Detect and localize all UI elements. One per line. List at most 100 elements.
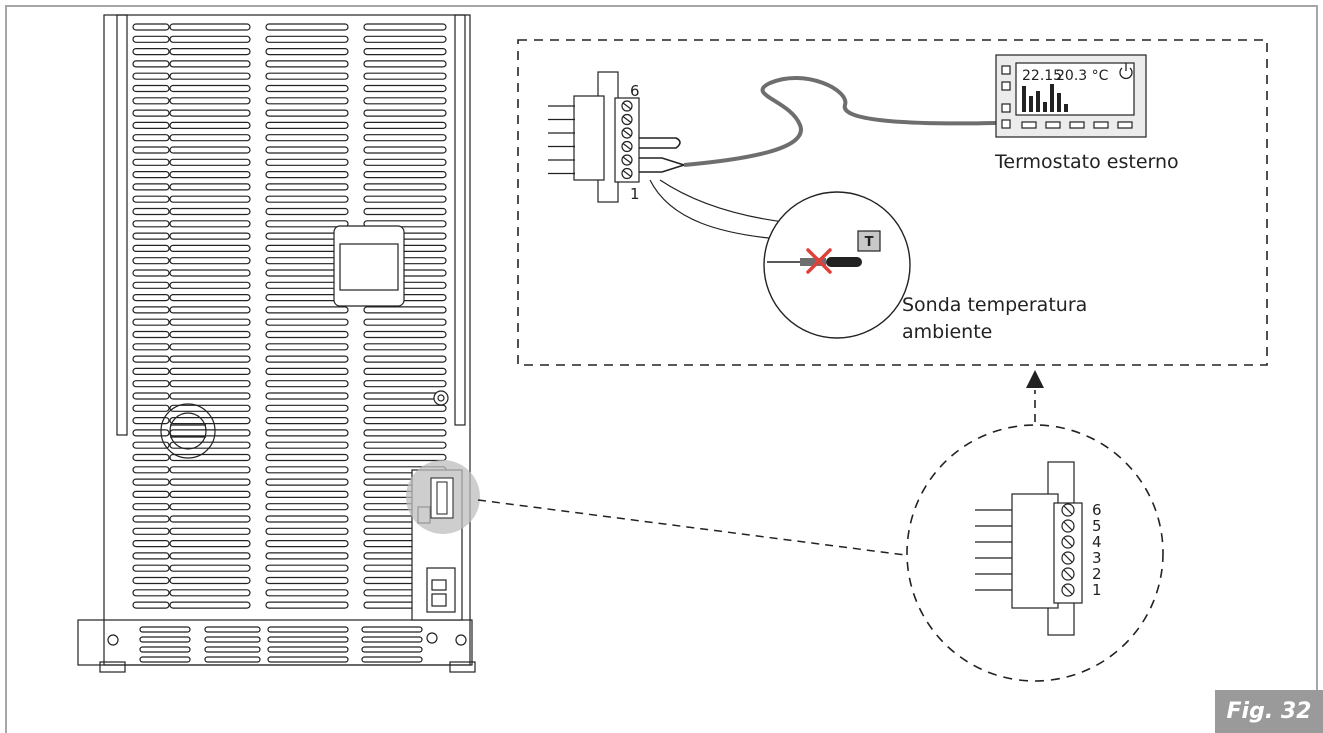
vent-slot [267,646,349,653]
vent-slot [265,207,349,216]
vent-slot [169,35,251,43]
thermostat-time: 22.15 [1022,68,1062,84]
vent-slot [265,35,349,43]
vent-slot [169,244,251,252]
vent-slot [169,220,251,228]
vent-slot [132,232,170,240]
vent-slot [265,490,349,498]
vent-slot [132,503,170,511]
vent-slot [265,23,349,31]
vent-slot [363,367,447,375]
screw-slot [1063,505,1073,515]
screw-slot [1063,553,1073,563]
vent-slot [132,294,170,302]
vent-slot [169,171,251,179]
pin-number-low: 1 [630,185,640,203]
vent-slot [265,564,349,572]
vent-slot [169,392,251,400]
leader-line [477,499,906,556]
figure-label: Fig. 32 [1215,690,1323,733]
vent-slot [139,656,191,663]
arrow-up-icon [1026,370,1044,388]
vent-slot [169,564,251,572]
vent-slot [132,466,170,474]
vent-slot [169,404,251,412]
vent-slot [169,72,251,80]
vent-slot [363,121,447,130]
probe-label-line2: ambiente [902,321,993,343]
vent-slot [132,380,170,388]
vent-slot [363,47,447,56]
pin-number: 4 [1092,533,1102,551]
vent-slot [265,589,349,597]
vent-slot [267,626,349,633]
vent-slot [363,146,447,154]
vent-slot [169,355,251,363]
vent-slot [169,330,251,339]
vent-slot [265,515,349,523]
vent-slot [265,72,349,80]
vent-slot [132,576,170,585]
vent-slot [169,121,251,130]
vent-slot [132,515,170,523]
vent-slot [169,601,251,609]
vent-slot [265,330,349,339]
vent-slot [363,84,447,93]
vent-slot [265,195,349,203]
vent-slot [267,656,349,663]
vent-slot [132,392,170,400]
figure-frame [5,5,1318,733]
vent-slot [363,404,447,412]
vent-slot [132,72,170,80]
probe-callout-line [659,179,785,223]
vent-slot [363,220,447,228]
vent-slot [132,306,170,314]
vent-slot [132,158,170,166]
vent-slot [265,417,349,425]
vent-slot [265,392,349,400]
vent-slot [132,207,170,216]
vent-slot [132,171,170,179]
power-icon [1119,63,1133,80]
vent-slot [132,183,170,191]
vent-slot [132,269,170,277]
vent-slot [363,171,447,179]
vent-slot [169,478,251,486]
screw-slot [622,156,632,164]
vent-slot [363,134,447,142]
vent-slot [361,646,423,653]
vent-slot [265,146,349,154]
vent-slot [169,429,251,437]
vent-slot [265,527,349,535]
vent-slot [132,404,170,412]
vent-slot [169,490,251,498]
vent-slot [132,47,170,56]
vent-slot [169,134,251,142]
vent-slot [139,626,191,633]
vent-slot [132,589,170,597]
vent-slot [363,380,447,388]
vent-slot [169,552,251,560]
vent-slot [363,23,447,31]
vent-slot [265,60,349,68]
vent-slot [204,636,261,643]
vent-slot [204,646,261,653]
vent-slot [139,646,191,653]
probe-callout-line [649,179,791,241]
vent-slot [363,97,447,105]
vent-slot [132,257,170,265]
vent-slot [265,380,349,388]
vent-slot [132,527,170,535]
vent-slot [265,429,349,437]
screw-slot [1063,585,1073,595]
vent-slot [265,601,349,609]
vent-slot [132,490,170,498]
vent-slot [169,97,251,105]
vent-slot [363,183,447,191]
vent-slot [132,355,170,363]
pin-number-high: 6 [630,82,640,100]
vent-slot [169,109,251,117]
vent-slot [169,417,251,425]
vent-slot [132,441,170,449]
